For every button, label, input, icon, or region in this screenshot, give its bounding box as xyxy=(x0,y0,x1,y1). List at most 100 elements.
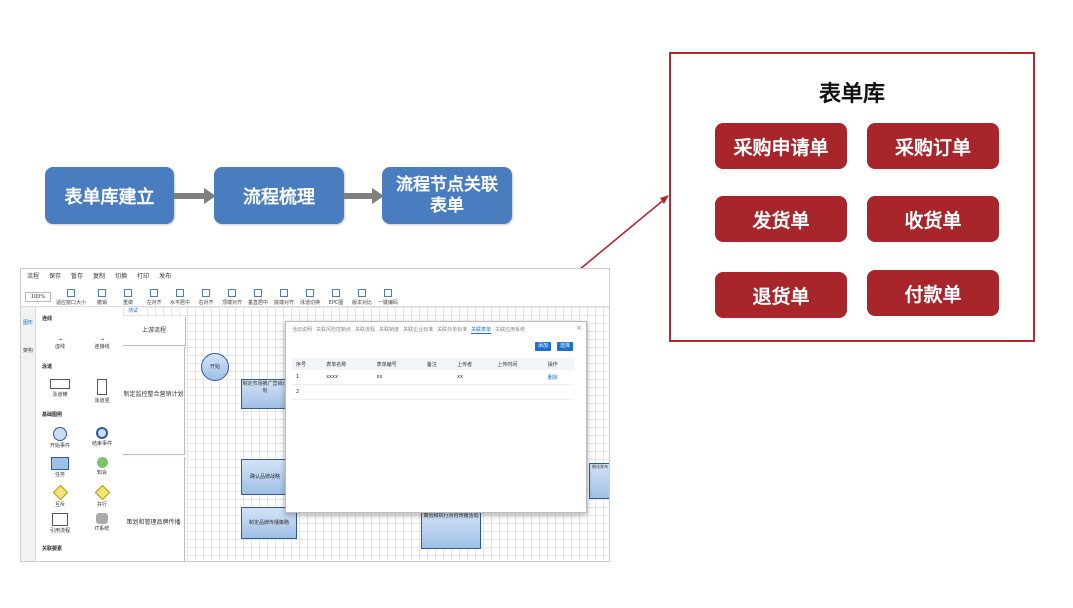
lane-icon xyxy=(306,289,314,297)
tool-undo[interactable]: 撤销 xyxy=(89,289,115,306)
form-receipt-note[interactable]: 收货单 xyxy=(867,196,999,242)
menu-publish[interactable]: 发布 xyxy=(159,272,172,280)
canvas-tab[interactable]: 测试 xyxy=(125,307,142,314)
tool-version-compare[interactable]: 版本对比 xyxy=(349,289,375,306)
dialog-tab-risk[interactable]: 关联风险控制点 xyxy=(316,327,352,333)
align-middle-icon xyxy=(254,289,262,297)
redo-icon xyxy=(124,289,132,297)
form-return-note[interactable]: 退货单 xyxy=(715,272,847,318)
shape-connector[interactable]: →连接线 xyxy=(94,337,110,350)
menu-process[interactable]: 流程 xyxy=(27,272,40,280)
shape-end-event[interactable]: 结束事件 xyxy=(82,427,122,447)
diagram-canvas[interactable]: 测试 上游流程 制定监控整合营销计划 策划和管理品牌传播 开始 制定市场推广营销… xyxy=(123,307,609,561)
tool-align-right[interactable]: 右对齐 xyxy=(193,289,219,306)
table-row: 1 xxxx xx xx 删除 xyxy=(292,370,574,385)
dialog-tab-process[interactable]: 关联流程 xyxy=(355,327,376,333)
node-start[interactable]: 开始 xyxy=(201,353,229,381)
dialog-tab-enterprise-std[interactable]: 关联企业标准 xyxy=(403,327,434,333)
tool-epc[interactable]: EPC图 xyxy=(323,289,349,306)
flow-step-node-form-link-label: 流程节点关联表单 xyxy=(396,174,498,216)
form-purchase-request[interactable]: 采购申请单 xyxy=(715,123,847,169)
flow-arrow-2 xyxy=(344,188,384,204)
dialog-tab-app-system[interactable]: 关联应用系统 xyxy=(495,327,526,333)
shape-start-event[interactable]: 开始事件 xyxy=(40,427,80,449)
flow-step-process-review: 流程梳理 xyxy=(214,167,344,224)
form-table: 序号 表单名称 表单编号 备注 上传者 上传时间 操作 1 xxxx xx xyxy=(292,358,574,400)
col-index: 序号 xyxy=(292,358,323,370)
tab-architecture[interactable]: 架构 xyxy=(22,348,33,354)
tab-shapes[interactable]: 图形 xyxy=(22,320,33,326)
menu-save[interactable]: 保存 xyxy=(49,272,62,280)
align-center-icon xyxy=(176,289,184,297)
app-screenshot: 流程 保存 暂存 复制 切换 打印 发布 100% 适应窗口大小 撤销 重做 左… xyxy=(20,268,610,562)
epc-icon xyxy=(332,289,340,297)
lane-marketing-plan: 制定监控整合营销计划 xyxy=(123,347,185,455)
tool-redo[interactable]: 重做 xyxy=(115,289,141,306)
form-payment-note[interactable]: 付款单 xyxy=(867,270,999,316)
shape-task[interactable]: 任务 xyxy=(40,457,80,478)
dialog-tab-forms[interactable]: 关联表单 xyxy=(471,327,492,334)
dialog-tab-policy[interactable]: 关联制度 xyxy=(379,327,400,333)
compare-icon xyxy=(358,289,366,297)
shape-lane-vertical[interactable]: 泳道竖 xyxy=(82,379,122,404)
tool-lane-switch[interactable]: 泳道切换 xyxy=(297,289,323,306)
shape-palette: 连线 →虚线 →连接线 泳道 泳道横 泳道竖 基础图例 开始事件 结束事件 任务… xyxy=(36,307,133,561)
section-lanes: 泳道 xyxy=(42,364,53,370)
table-row: 2 xyxy=(292,384,574,400)
node-refine-release[interactable]: 细化发布 xyxy=(589,463,609,499)
fit-icon xyxy=(67,289,75,297)
menu-draft[interactable]: 暂存 xyxy=(71,272,84,280)
section-basic: 基础图例 xyxy=(42,412,63,418)
shape-exclusive[interactable]: 互斥 xyxy=(40,484,80,508)
shape-it-system[interactable]: IT系统 xyxy=(82,513,122,532)
align-left-icon xyxy=(150,289,158,297)
section-related: 关联要素 xyxy=(42,546,63,552)
tool-align-middle[interactable]: 垂直居中 xyxy=(245,289,271,306)
dialog-tabs: 活动说明 关联风险控制点 关联流程 关联制度 关联企业标准 关联外单标准 关联表… xyxy=(292,326,525,334)
form-library-panel: 表单库 采购申请单 采购订单 发货单 收货单 退货单 付款单 xyxy=(669,52,1035,342)
lane-brand: 策划和管理品牌传播 xyxy=(123,457,185,561)
menu-print[interactable]: 打印 xyxy=(137,272,150,280)
shape-parallel[interactable]: 并行 xyxy=(82,484,122,508)
shape-notify[interactable]: 知会 xyxy=(82,457,122,476)
tool-fit[interactable]: 适应窗口大小 xyxy=(53,289,89,306)
align-right-icon xyxy=(202,289,210,297)
menu-switch[interactable]: 切换 xyxy=(115,272,128,280)
tool-align-center[interactable]: 水平居中 xyxy=(167,289,193,306)
undo-icon xyxy=(98,289,106,297)
menu-copy[interactable]: 复制 xyxy=(93,272,106,280)
form-library-title: 表单库 xyxy=(818,82,885,107)
node-brand-strategy[interactable]: 确认品牌战略 xyxy=(241,459,289,495)
col-action: 操作 xyxy=(543,358,574,370)
shape-dashed-line[interactable]: →虚线 xyxy=(54,337,65,350)
flow-arrow-1 xyxy=(174,188,216,204)
dialog-tab-external-std[interactable]: 关联外单标准 xyxy=(437,327,468,333)
col-form-name: 表单名称 xyxy=(322,358,373,370)
tool-align-top[interactable]: 顶端对齐 xyxy=(219,289,245,306)
select-button[interactable]: 选择 xyxy=(557,342,574,351)
col-uploader: 上传者 xyxy=(453,358,494,370)
form-purchase-order[interactable]: 采购订单 xyxy=(867,123,999,169)
flow-step-node-form-link: 流程节点关联表单 xyxy=(382,167,512,224)
lane-upstream: 上游流程 xyxy=(123,317,186,346)
node-marketing-plan[interactable]: 制定市场推广营销计划 xyxy=(241,379,289,409)
tool-align-left[interactable]: 左对齐 xyxy=(141,289,167,306)
shape-lane-horizontal[interactable]: 泳道横 xyxy=(40,379,80,398)
node-internal-comm[interactable]: 策划和执行对内传播活动 xyxy=(421,511,481,549)
zoom-select[interactable]: 100% xyxy=(25,292,51,302)
col-upload-time: 上传时间 xyxy=(493,358,544,370)
col-remark: 备注 xyxy=(422,358,454,370)
section-lines: 连线 xyxy=(42,316,53,322)
delete-link[interactable]: 删除 xyxy=(543,370,574,385)
form-delivery-note[interactable]: 发货单 xyxy=(715,196,847,242)
tool-auto-code[interactable]: 一键编码 xyxy=(375,289,401,306)
dialog-tab-activity[interactable]: 活动说明 xyxy=(292,327,313,333)
app-toolbar: 适应窗口大小 撤销 重做 左对齐 水平居中 右对齐 顶端对齐 垂直居中 底端对齐… xyxy=(21,282,609,307)
tool-align-bottom[interactable]: 底端对齐 xyxy=(271,289,297,306)
col-form-code: 表单编号 xyxy=(372,358,423,370)
close-icon[interactable]: × xyxy=(576,324,582,332)
add-button[interactable]: 添加 xyxy=(535,342,552,351)
app-menubar: 流程 保存 暂存 复制 切换 打印 发布 xyxy=(21,269,609,281)
shape-sub-process[interactable]: 引用流程 xyxy=(40,513,80,534)
align-bottom-icon xyxy=(280,289,288,297)
